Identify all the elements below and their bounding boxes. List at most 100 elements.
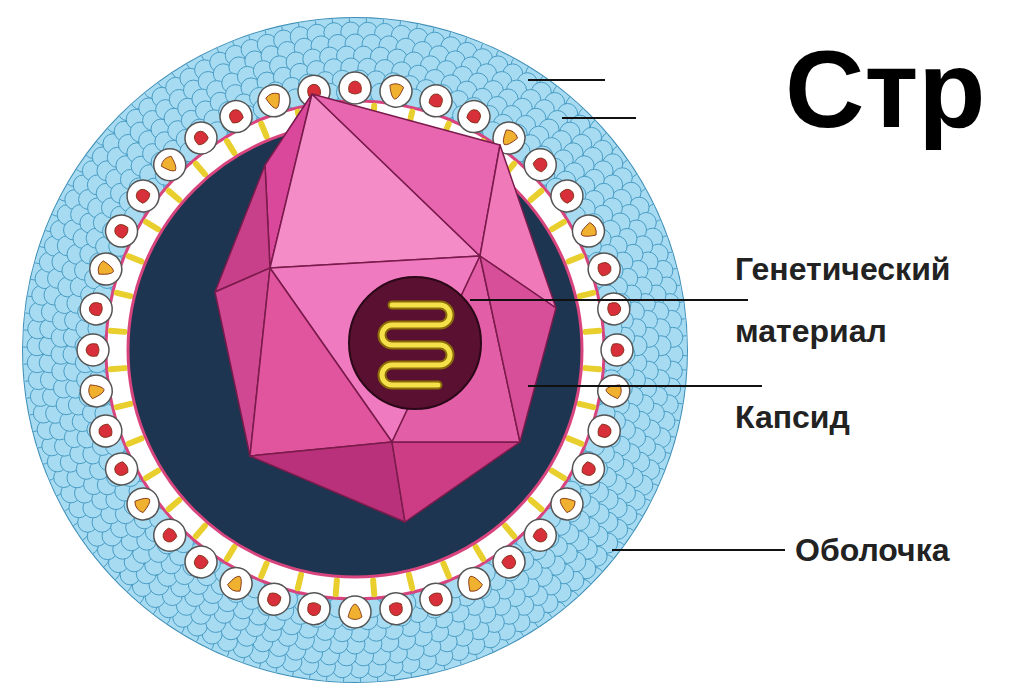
- page-title: Стр: [785, 28, 986, 149]
- glycoprotein: [452, 95, 495, 138]
- glycoprotein: [339, 596, 371, 628]
- glycoprotein: [584, 249, 624, 289]
- glycoprotein-core: [388, 83, 404, 100]
- membrane-protein: [146, 471, 158, 478]
- glycoprotein-core: [428, 591, 444, 607]
- glycoprotein: [567, 210, 610, 253]
- glycoprotein: [77, 334, 109, 366]
- glycoprotein-shell: [595, 373, 632, 410]
- membrane-protein: [129, 438, 142, 443]
- capsid-face: [312, 94, 500, 256]
- glycoprotein: [487, 540, 532, 585]
- glycoprotein-core: [389, 602, 404, 617]
- glycoprotein-shell: [339, 72, 371, 104]
- glycoprotein: [121, 174, 166, 219]
- part-label: Генетический материал: [735, 238, 1015, 362]
- glycoprotein: [584, 411, 624, 451]
- glycoprotein-core: [88, 383, 105, 399]
- glycoprotein: [452, 562, 495, 605]
- glycoprotein-core: [227, 107, 244, 124]
- membrane-protein: [409, 575, 412, 589]
- glycoprotein: [339, 72, 371, 104]
- glycoprotein: [378, 590, 415, 627]
- glycoprotein-shell: [215, 562, 258, 605]
- glycoprotein-shell: [416, 81, 456, 121]
- membrane-protein: [146, 222, 158, 229]
- membrane-protein: [373, 580, 374, 594]
- membrane-protein: [169, 500, 180, 509]
- capsid-face: [480, 256, 556, 442]
- membrane-protein: [196, 164, 205, 175]
- membrane-protein: [261, 563, 266, 576]
- membrane-protein: [476, 547, 483, 559]
- glycoprotein-core: [611, 344, 624, 357]
- part-label: Капсид: [735, 398, 1015, 436]
- glycoprotein-shell: [78, 291, 115, 328]
- membrane-protein: [505, 526, 514, 537]
- glycoprotein: [518, 142, 563, 187]
- glycoprotein-core: [500, 553, 518, 571]
- glycoprotein-core: [86, 344, 99, 357]
- membrane-protein: [169, 191, 180, 200]
- glycoprotein-shell: [595, 291, 632, 328]
- glycoprotein-shell: [254, 81, 294, 121]
- membrane-protein: [227, 141, 234, 153]
- membrane-protein: [568, 438, 581, 443]
- glycoprotein-shell: [77, 334, 109, 366]
- glycoprotein-core: [266, 591, 282, 607]
- glycoprotein: [416, 579, 456, 619]
- glycoprotein: [601, 334, 633, 366]
- glycoprotein-core: [226, 573, 246, 593]
- glycoprotein: [121, 482, 166, 527]
- glycoprotein-shell: [487, 540, 532, 585]
- glycoprotein: [378, 73, 415, 110]
- glycoprotein: [545, 174, 590, 219]
- glycoprotein-shell: [121, 482, 166, 527]
- glycoprotein-core: [531, 526, 549, 544]
- glycoprotein: [215, 95, 258, 138]
- membrane-protein: [117, 404, 131, 407]
- glycoprotein: [179, 116, 224, 161]
- glycoprotein-core: [556, 494, 577, 514]
- glycoprotein-core: [349, 81, 362, 94]
- glycoprotein: [147, 513, 192, 558]
- glycoprotein-shell: [567, 210, 610, 253]
- capsid-face: [250, 442, 405, 522]
- glycoprotein: [254, 81, 294, 121]
- glycoprotein-shell: [296, 590, 333, 627]
- glycoprotein-core: [607, 302, 622, 317]
- glycoprotein-core: [464, 573, 484, 593]
- glycoprotein: [78, 291, 115, 328]
- glycoprotein-shell: [416, 579, 456, 619]
- glycoprotein: [595, 373, 632, 410]
- glycoproteins: [77, 72, 633, 628]
- glycoprotein-shell: [378, 73, 415, 110]
- glycoprotein-shell: [215, 95, 258, 138]
- glycoprotein-shell: [339, 596, 371, 628]
- glycoprotein-core: [558, 187, 576, 205]
- membrane-protein: [227, 547, 234, 559]
- glycoprotein-core: [97, 260, 116, 278]
- membrane-protein: [111, 331, 125, 332]
- glycoprotein: [86, 249, 126, 289]
- glycoprotein-core: [580, 461, 597, 478]
- glycoprotein-core: [596, 261, 612, 277]
- membrane-protein: [585, 368, 599, 369]
- membrane-protein: [552, 222, 564, 229]
- glycoprotein-shell: [518, 513, 563, 558]
- glycoprotein-core: [265, 92, 283, 111]
- glycoprotein-shell: [452, 562, 495, 605]
- glycoprotein: [147, 142, 192, 187]
- glycoprotein-core: [192, 129, 210, 147]
- glycoprotein-shell: [86, 411, 126, 451]
- membrane-protein: [298, 575, 301, 589]
- glycoprotein: [78, 373, 115, 410]
- genome-strand: [382, 305, 450, 385]
- glycoprotein: [179, 540, 224, 585]
- membrane-protein: [585, 331, 599, 332]
- glycoprotein-core: [133, 494, 154, 514]
- glycoprotein-core: [134, 187, 152, 205]
- glycoprotein-core: [531, 155, 549, 173]
- glycoprotein-shell: [584, 411, 624, 451]
- membrane-protein: [552, 471, 564, 478]
